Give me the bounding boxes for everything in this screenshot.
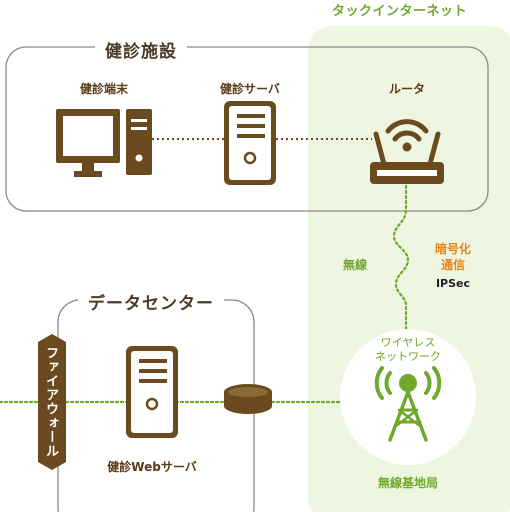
monitor-icon	[56, 109, 152, 177]
switch-icon	[224, 384, 272, 414]
router-icon	[370, 119, 444, 184]
tac-network-title: タックインターネット	[332, 4, 468, 19]
antenna-tower-icon	[374, 366, 442, 442]
kenshin-facility-box	[5, 46, 489, 212]
ipsec-label: IPSec	[435, 277, 471, 290]
web-server-icon	[126, 346, 178, 438]
firewall-label: ファイアウォール	[43, 346, 58, 458]
wireless-network-label-line2: ネットワーク	[375, 350, 441, 363]
encryption-label-line2: 通信	[440, 258, 466, 272]
wireless-link-wave	[392, 184, 410, 342]
encryption-label-line1: 暗号化	[434, 242, 472, 256]
base-station-label: 無線基地局	[377, 476, 439, 490]
kenshin-server-label: 健診サーバ	[220, 82, 280, 96]
antenna-tip-dot	[399, 374, 417, 392]
kenshin-facility-title: 健診施設	[95, 37, 187, 62]
server-tower-icon	[224, 101, 276, 185]
router-label: ルータ	[388, 82, 426, 96]
wireless-link-label: 無線	[342, 258, 368, 272]
wireless-network-circle	[340, 329, 476, 465]
web-server-label: 健診Webサーバ	[107, 460, 197, 474]
firewall-icon	[38, 334, 66, 470]
data-center-title: データセンター	[78, 289, 224, 314]
kenshin-terminal-label: 健診端末	[79, 82, 129, 96]
wireless-network-label-line1: ワイヤレス	[380, 336, 436, 349]
